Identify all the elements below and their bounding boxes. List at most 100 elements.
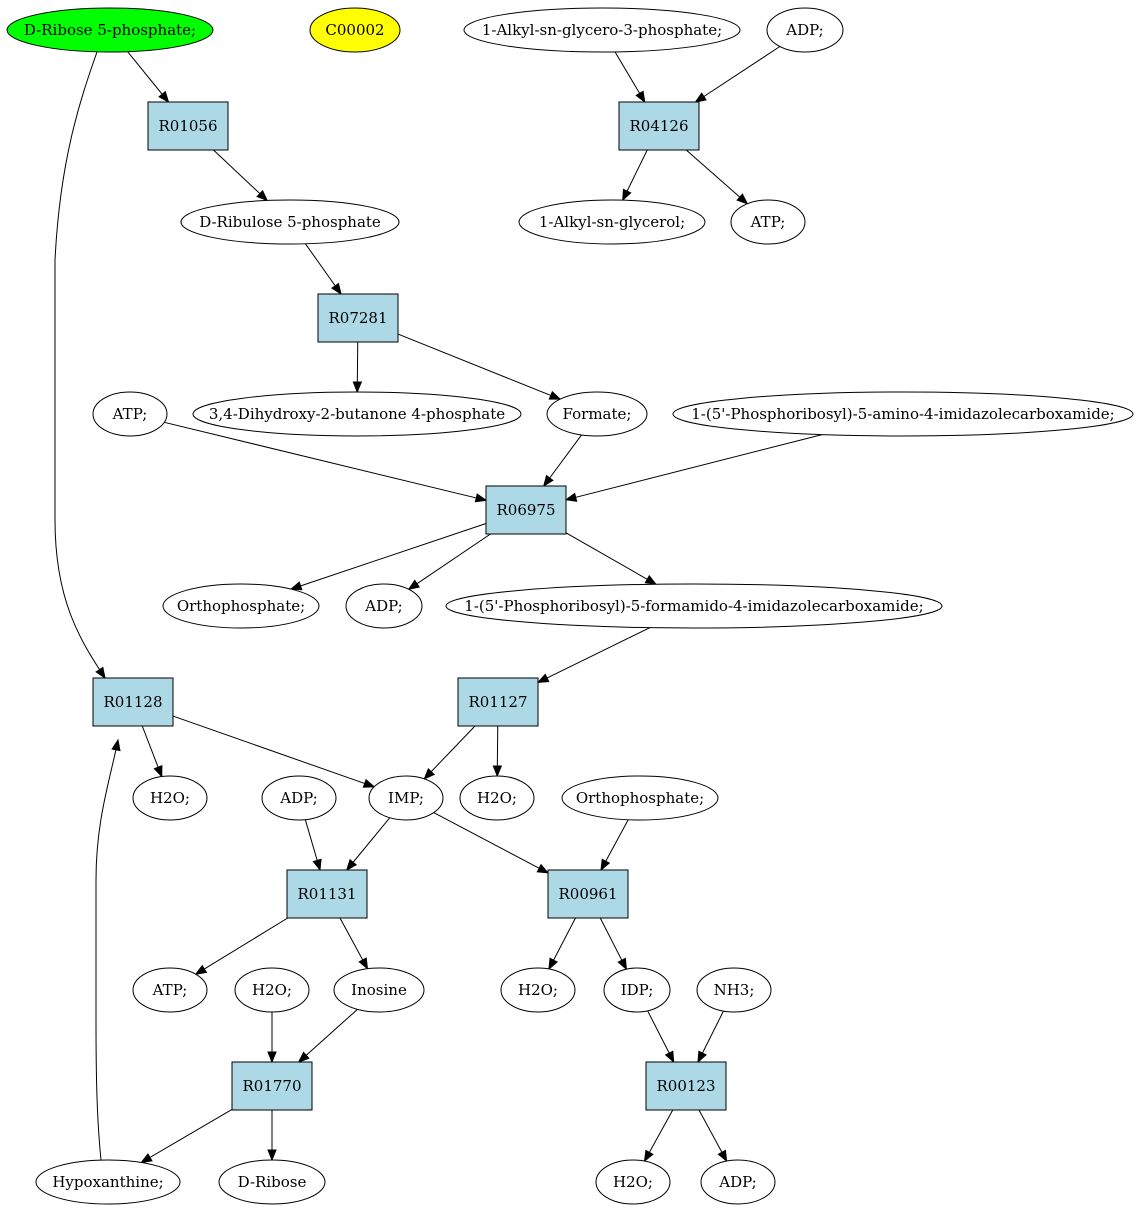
edge-r-r07281-to-n-dihydroxy <box>352 341 363 394</box>
node-label: R07281 <box>328 309 387 327</box>
compound-node-n-ortho-mid[interactable]: Orthophosphate; <box>162 583 320 629</box>
compound-node-n-dihydroxy[interactable]: 3,4-Dihydroxy-2-butanone 4-phosphate <box>192 391 522 437</box>
edge-r-r01127-to-n-imp <box>423 725 476 780</box>
compound-node-n-h2o-e[interactable]: H2O; <box>595 1159 671 1205</box>
compound-node-n-atp-mid[interactable]: ATP; <box>92 391 168 437</box>
edge-arrowhead <box>643 1149 654 1163</box>
compound-ellipse <box>672 391 1134 437</box>
compound-node-n-dribose[interactable]: D-Ribose <box>218 1159 326 1205</box>
edge-arrowhead <box>542 474 554 488</box>
compound-node-n-adp-bot[interactable]: ADP; <box>700 1159 776 1205</box>
compound-node-n-adp-mid[interactable]: ADP; <box>345 583 423 629</box>
reaction-node-r-r06975[interactable]: R06975 <box>485 485 567 535</box>
compound-ellipse <box>192 391 522 437</box>
compound-node-n-imp[interactable]: IMP; <box>368 775 444 821</box>
reaction-box <box>457 677 539 727</box>
node-label: R01127 <box>468 693 527 711</box>
edge-arrowhead <box>548 390 562 400</box>
compound-node-n-alkylg3p[interactable]: 1-Alkyl-sn-glycero-3-phosphate; <box>463 7 741 53</box>
edge-n-nh3-to-r-r00123 <box>697 1010 724 1064</box>
edge-arrowhead <box>95 666 106 680</box>
compound-node-n-adp-top[interactable]: ADP; <box>766 7 844 53</box>
edge-line <box>433 812 549 874</box>
compound-ellipse <box>546 391 648 437</box>
compound-ellipse <box>345 583 423 629</box>
reaction-box <box>147 101 229 151</box>
node-label: ATP; <box>112 405 148 423</box>
compound-node-n-atp-top[interactable]: ATP; <box>730 199 806 245</box>
edge-n-ortho-low-to-r-r00961 <box>600 819 629 872</box>
node-label: R00961 <box>558 885 617 903</box>
compound-ellipse <box>459 775 535 821</box>
edge-arrowhead <box>622 188 632 202</box>
compound-node-n-h2o-b[interactable]: H2O; <box>459 775 535 821</box>
edge-line <box>397 333 561 400</box>
edge-r-r01770-to-n-dribose <box>267 1110 277 1162</box>
reaction-node-r-r01131[interactable]: R01131 <box>286 869 368 919</box>
reaction-box <box>286 869 368 919</box>
edge-arrowhead <box>358 957 369 970</box>
compound-node-n-h2o-a[interactable]: H2O; <box>132 775 208 821</box>
edge-n-adp-low-to-r-r01131 <box>304 819 322 872</box>
edge-r-r06975-to-n-adp-mid <box>407 533 491 591</box>
edge-r-r01128-to-n-imp <box>172 715 376 788</box>
edge-arrowhead <box>564 492 578 502</box>
compound-node-n-faicar[interactable]: 1-(5'-Phosphoribosyl)-5-formamido-4-imid… <box>445 583 943 629</box>
edge-arrowhead <box>697 1050 707 1064</box>
compound-node-n-aicar[interactable]: 1-(5'-Phosphoribosyl)-5-amino-4-imidazol… <box>672 391 1134 437</box>
edge-n-adp-top-to-r-r04126 <box>694 46 781 103</box>
compound-node-n-ribulose5p[interactable]: D-Ribulose 5-phosphate <box>180 199 400 245</box>
compound-node-n-alkylglycerol[interactable]: 1-Alkyl-sn-glycerol; <box>518 199 706 245</box>
edge-r-r00123-to-n-h2o-e <box>643 1109 674 1163</box>
node-label: IMP; <box>388 789 424 807</box>
compound-node-n-adp-low[interactable]: ADP; <box>261 775 337 821</box>
edge-arrowhead <box>267 1149 277 1162</box>
edge-n-hypoxanthine-to-r-r01128 <box>95 738 121 1161</box>
edge-r-r01056-to-n-ribulose5p <box>213 149 269 202</box>
reaction-node-r-r00123[interactable]: R00123 <box>645 1061 727 1111</box>
compound-node-n-atp-low[interactable]: ATP; <box>132 967 208 1013</box>
compound-node-n-h2o-d[interactable]: H2O; <box>500 967 576 1013</box>
edge-r-r01131-to-n-atp-low <box>194 917 289 975</box>
edge-n-h2o-c-to-r-r01770 <box>267 1012 277 1064</box>
compound-node-n-idp[interactable]: IDP; <box>603 967 671 1013</box>
edge-arrowhead <box>492 765 503 778</box>
compound-node-n-nh3[interactable]: NH3; <box>696 967 772 1013</box>
edge-r-r06975-to-n-ortho-mid <box>289 522 487 591</box>
reaction-node-r-r07281[interactable]: R07281 <box>317 293 399 343</box>
reaction-node-r-r04126[interactable]: R04126 <box>618 101 700 151</box>
compound-node-n-ortho-low[interactable]: Orthophosphate; <box>561 775 719 821</box>
compound-node-n-h2o-c[interactable]: H2O; <box>234 967 310 1013</box>
edge-n-ribose5p-to-r-r01056 <box>127 51 170 104</box>
node-label: H2O; <box>518 981 558 999</box>
edge-n-idp-to-r-r00123 <box>647 1010 675 1064</box>
node-label: Inosine <box>351 981 407 999</box>
edge-n-atp-mid-to-r-r06975 <box>164 421 488 503</box>
edges-layer <box>54 46 823 1164</box>
node-label: H2O; <box>613 1173 653 1191</box>
edge-r-r07281-to-n-formate <box>397 333 562 400</box>
compound-node-n-hypoxanthine[interactable]: Hypoxanthine; <box>35 1159 181 1205</box>
compound-node-n-formate[interactable]: Formate; <box>546 391 648 437</box>
edge-arrowhead <box>664 1050 675 1064</box>
node-label: 3,4-Dihydroxy-2-butanone 4-phosphate <box>209 405 505 423</box>
reaction-node-r-r00961[interactable]: R00961 <box>547 869 629 919</box>
node-label: ADP; <box>718 1173 756 1191</box>
edge-arrowhead <box>267 1051 277 1064</box>
reaction-box <box>317 293 399 343</box>
reaction-node-r-r01127[interactable]: R01127 <box>457 677 539 727</box>
edge-arrowhead <box>352 381 363 394</box>
edge-arrowhead <box>600 858 611 872</box>
compound-node-n-c00002[interactable]: C00002 <box>309 7 401 53</box>
compound-node-n-ribose5p[interactable]: D-Ribose 5-phosphate; <box>6 7 214 53</box>
node-label: C00002 <box>325 21 384 39</box>
reaction-node-r-r01056[interactable]: R01056 <box>147 101 229 151</box>
reaction-node-r-r01128[interactable]: R01128 <box>92 677 174 727</box>
node-label: 1-(5'-Phosphoribosyl)-5-amino-4-imidazol… <box>691 405 1115 423</box>
compound-node-n-inosine[interactable]: Inosine <box>333 967 425 1013</box>
edge-arrowhead <box>644 574 658 585</box>
edge-n-ribulose5p-to-r-r07281 <box>305 243 342 296</box>
edge-line <box>537 627 651 683</box>
reaction-node-r-r01770[interactable]: R01770 <box>231 1061 313 1111</box>
edge-r-r04126-to-n-alkylglycerol <box>622 149 648 202</box>
